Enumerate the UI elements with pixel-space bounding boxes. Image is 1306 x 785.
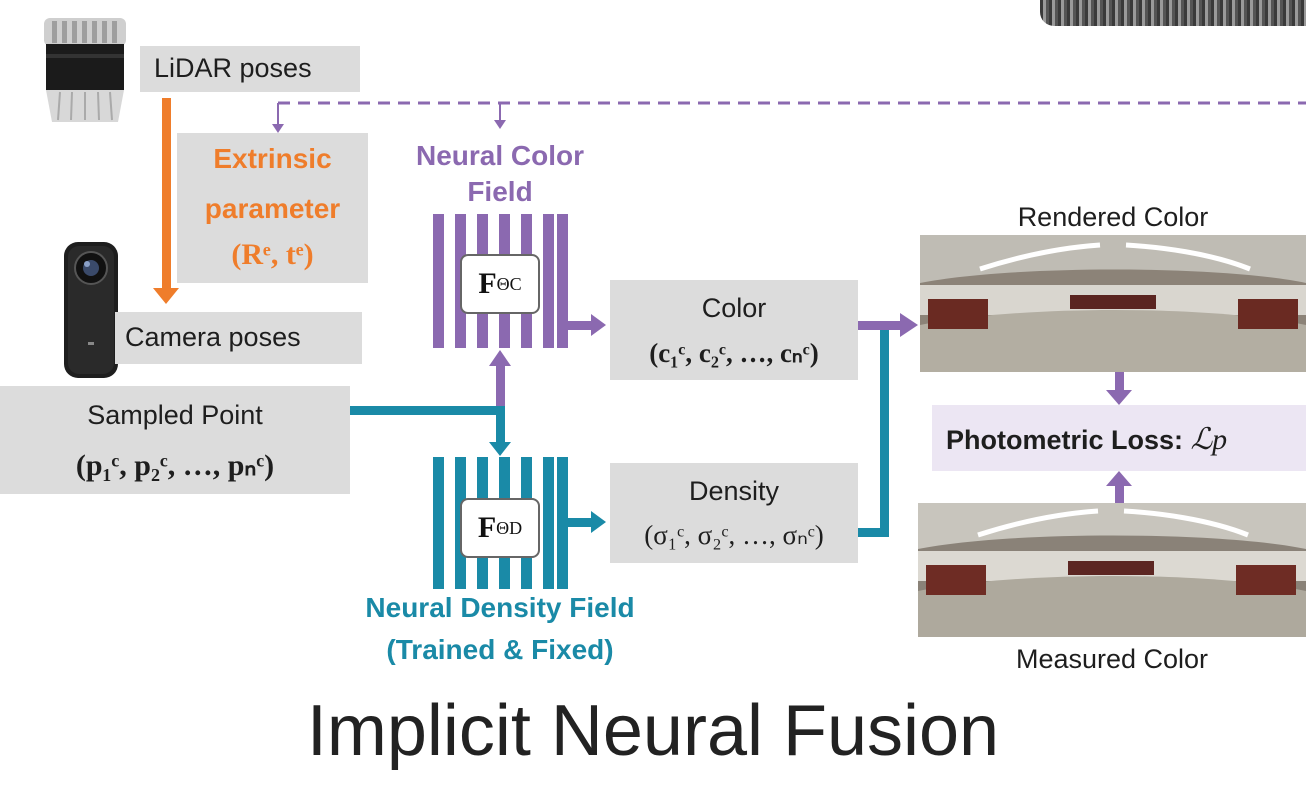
lidar-poses-label: LiDAR poses xyxy=(154,53,312,83)
neural-color-field-title-line1: Neural Color xyxy=(415,140,585,171)
color-output-math: (c₁ᶜ, c₂ᶜ, …, cₙᶜ) xyxy=(649,338,819,368)
color-field-f-sub: ΘC xyxy=(496,273,522,294)
extrinsic-title-line1: Extrinsic xyxy=(213,143,332,174)
measured-panorama-image xyxy=(918,503,1306,637)
color-field-f: F xyxy=(478,267,497,300)
photometric-loss-symbol: ℒp xyxy=(1190,423,1228,456)
color-field-to-color-arrow xyxy=(568,314,606,336)
density-output-math: (σ₁ᶜ, σ₂ᶜ, …, σₙᶜ) xyxy=(644,520,824,550)
extrinsic-arrow xyxy=(153,98,179,304)
images-to-loss-arrows xyxy=(1106,372,1132,503)
sampled-point-box xyxy=(0,386,350,494)
top-right-photo-fragment xyxy=(1040,0,1306,26)
neural-density-field-title-line1: Neural Density Field xyxy=(365,592,635,623)
density-output-box xyxy=(610,463,858,563)
camera-poses-label: Camera poses xyxy=(125,322,301,352)
sampled-point-math: (p₁ᶜ, p₂ᶜ, …, pₙᶜ) xyxy=(75,449,275,482)
extrinsic-math: (Rᵉ, tᵉ) xyxy=(231,238,314,271)
density-output-label: Density xyxy=(688,476,780,506)
lidar-sensor-icon xyxy=(44,18,126,122)
feedback-dashed-line xyxy=(272,101,1306,133)
360-camera-icon xyxy=(64,242,118,378)
extrinsic-title-line2: parameter xyxy=(204,193,341,224)
camera-poses-box xyxy=(115,312,362,364)
density-field-f: F xyxy=(477,511,497,544)
photometric-loss-text: Photometric Loss xyxy=(946,425,1175,455)
slide-title: Implicit Neural Fusion xyxy=(306,691,1000,771)
rendered-color-label: Rendered Color xyxy=(1017,202,1209,232)
measured-color-label: Measured Color xyxy=(1015,644,1209,674)
density-field-f-sub: ΘD xyxy=(496,517,523,538)
neural-density-field-title-line2: (Trained & Fixed) xyxy=(386,634,614,665)
extrinsic-parameter-box xyxy=(177,133,368,283)
lidar-poses-box xyxy=(140,46,360,92)
sampled-point-label: Sampled Point xyxy=(87,400,263,430)
color-output-label: Color xyxy=(701,293,767,323)
rendered-panorama-image xyxy=(920,235,1306,372)
density-field-to-density-arrow xyxy=(568,511,606,533)
sampled-to-fields-arrows xyxy=(350,350,511,456)
photometric-loss-box xyxy=(932,405,1306,471)
color-output-box xyxy=(610,280,858,380)
neural-color-field-title-line2: Field xyxy=(467,176,533,207)
outputs-to-render-arrows xyxy=(858,313,918,537)
photometric-loss-label: Photometric Loss: ℒp xyxy=(946,423,1228,456)
